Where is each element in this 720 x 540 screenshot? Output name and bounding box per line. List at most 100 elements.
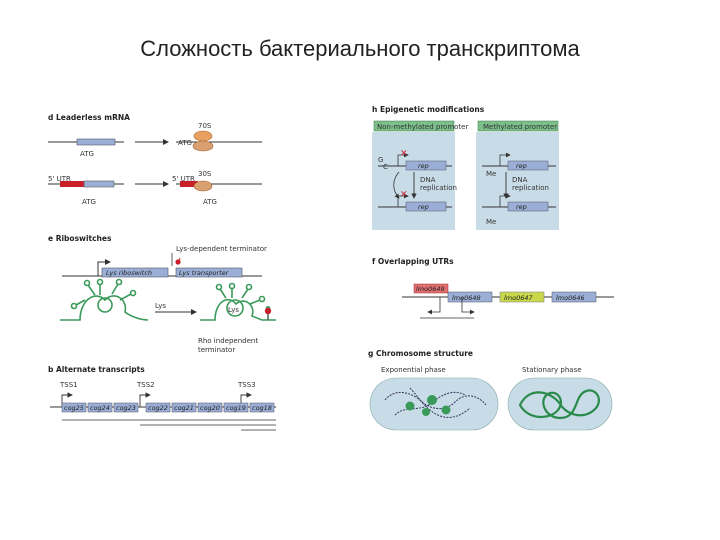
protein-complex bbox=[441, 405, 451, 415]
protein-complex bbox=[422, 408, 430, 416]
protein-complex bbox=[405, 401, 415, 411]
lys-transporter-box bbox=[175, 267, 243, 278]
me-label: Me bbox=[486, 170, 496, 178]
tss1-label: TSS1 bbox=[59, 381, 78, 389]
lys-arrow-label: Lys bbox=[155, 302, 166, 310]
panel-h-header: h Epigenetic modifications bbox=[372, 105, 485, 114]
ribosome-small-subunit bbox=[192, 140, 214, 152]
atg-label: ATG bbox=[82, 198, 96, 206]
promoter-arrow bbox=[499, 193, 511, 207]
panel-e-header: e Riboswitches bbox=[48, 234, 112, 243]
cog-gene-box bbox=[197, 402, 223, 413]
exponential-chromosome bbox=[384, 387, 487, 418]
gene-label-lmo0647: lmo0647 bbox=[504, 294, 534, 302]
atg-label: ATG bbox=[178, 139, 192, 147]
repressor-x-mark: ✕ bbox=[400, 190, 408, 200]
panel-h-right-bg bbox=[476, 132, 559, 230]
gene-box-lmo0648 bbox=[447, 291, 493, 303]
lys-riboswitch-label: Lys riboswitch bbox=[106, 269, 152, 277]
me-label: Me bbox=[486, 218, 496, 226]
panel-h-epigenetic: h Epigenetic modifications Non-methylate… bbox=[372, 105, 559, 230]
terminator-marker bbox=[264, 307, 272, 315]
cog-gene-label: cog20 bbox=[200, 404, 220, 412]
replication-label: replication bbox=[420, 184, 457, 192]
rep-label: rep bbox=[418, 162, 429, 170]
stationary-chromosome bbox=[518, 389, 600, 420]
gene-box-lmo0646 bbox=[551, 291, 597, 303]
promoter-arrow bbox=[397, 193, 409, 207]
ribosome-70s-label: 70S bbox=[198, 122, 212, 130]
tss2-arrow bbox=[139, 392, 151, 407]
cog-gene-label: cog18 bbox=[252, 404, 272, 412]
lys-riboswitch-box bbox=[101, 267, 169, 278]
cog-gene-label: cog22 bbox=[148, 404, 168, 412]
panel-d-leaderless-mrna: d Leaderless mRNA ATG 70S ATG 5' UTR ATG… bbox=[48, 113, 262, 206]
g-base-label: G bbox=[378, 156, 383, 164]
cog-gene-box bbox=[249, 402, 275, 413]
gene-label-lmo0649: lmo0649 bbox=[416, 285, 445, 293]
rep-gene-box bbox=[405, 160, 447, 171]
riboswitch-structure-on bbox=[200, 282, 276, 321]
rep-label: rep bbox=[418, 203, 429, 211]
panel-g-chromosome-structure: g Chromosome structure Exponential phase… bbox=[368, 349, 613, 431]
rep-label: rep bbox=[516, 203, 527, 211]
cog-gene-box bbox=[145, 402, 171, 413]
rep-gene-box bbox=[405, 201, 447, 212]
promoter-arrow bbox=[499, 152, 511, 166]
gene-label-lmo0648: lmo0648 bbox=[452, 294, 481, 302]
cog-gene-label: cog19 bbox=[226, 404, 246, 412]
lys-terminator-marker bbox=[175, 259, 181, 265]
cog-gene-box bbox=[171, 402, 197, 413]
meth-promoter-label: Methylated promoter bbox=[483, 123, 557, 131]
panel-h-left-bg bbox=[372, 132, 455, 230]
atg-label: ATG bbox=[203, 198, 217, 206]
dna-label: DNA bbox=[420, 176, 436, 184]
meth-promoter-box bbox=[477, 120, 559, 132]
nonmeth-promoter-box bbox=[373, 120, 455, 132]
promoter-arrow bbox=[97, 259, 111, 276]
lys-terminator-label: Lys-dependent terminator bbox=[176, 245, 267, 253]
lys-center-label: Lys bbox=[228, 306, 239, 314]
cog-gene-label: cog24 bbox=[90, 404, 110, 412]
ribosome-30s-label: 30S bbox=[198, 170, 212, 178]
panel-e-riboswitches: e Riboswitches Lys-dependent terminator … bbox=[48, 234, 276, 354]
utr-label: 5' UTR bbox=[172, 175, 195, 183]
replication-arrow bbox=[393, 171, 400, 199]
rep-gene-box bbox=[507, 160, 549, 171]
tss3-label: TSS3 bbox=[237, 381, 256, 389]
cog-gene-box bbox=[223, 402, 249, 413]
cog-gene-label: cog23 bbox=[116, 404, 136, 412]
tss2-label: TSS2 bbox=[136, 381, 155, 389]
page-title: Сложность бактериального транскриптома bbox=[140, 36, 580, 61]
ribosome-large-subunit bbox=[193, 130, 213, 142]
repressor-x-mark: ✕ bbox=[400, 149, 408, 159]
panel-b-alternate-transcripts: b Alternate transcripts TSS1 TSS2 TSS3 c… bbox=[48, 365, 276, 431]
riboswitch-structure-off bbox=[60, 278, 149, 321]
cog-gene-box bbox=[61, 402, 87, 413]
gene-label-lmo0646: lmo0646 bbox=[556, 294, 585, 302]
nonmeth-promoter-label: Non-methylated promoter bbox=[377, 123, 468, 131]
cog-gene-box bbox=[113, 402, 139, 413]
panel-g-header: g Chromosome structure bbox=[368, 349, 473, 358]
gene-box-lmo0647 bbox=[499, 291, 545, 303]
gene-box-lmo0649 bbox=[413, 283, 449, 294]
utr-box bbox=[60, 181, 84, 187]
c-base-label: C bbox=[383, 163, 388, 171]
gene-box bbox=[76, 138, 116, 146]
rho-label-2: terminator bbox=[198, 346, 235, 354]
rho-label-1: Rho independent bbox=[198, 337, 258, 345]
promoter-arrow bbox=[397, 152, 409, 166]
reverse-promoter-arrow bbox=[427, 297, 441, 315]
cog-gene-label: cog25 bbox=[64, 404, 84, 412]
protein-complex bbox=[427, 395, 437, 405]
replication-label: replication bbox=[512, 184, 549, 192]
panel-d-header: d Leaderless mRNA bbox=[48, 113, 130, 122]
forward-promoter-arrow bbox=[461, 297, 475, 315]
utr-box bbox=[180, 181, 198, 187]
cog-gene-box bbox=[87, 402, 113, 413]
panel-f-overlapping-utrs: f Overlapping UTRs lmo0649 lmo0648 lmo06… bbox=[372, 257, 614, 319]
atg-label: ATG bbox=[80, 150, 94, 158]
stationary-phase-label: Stationary phase bbox=[522, 366, 582, 374]
exponential-phase-label: Exponential phase bbox=[381, 366, 446, 374]
